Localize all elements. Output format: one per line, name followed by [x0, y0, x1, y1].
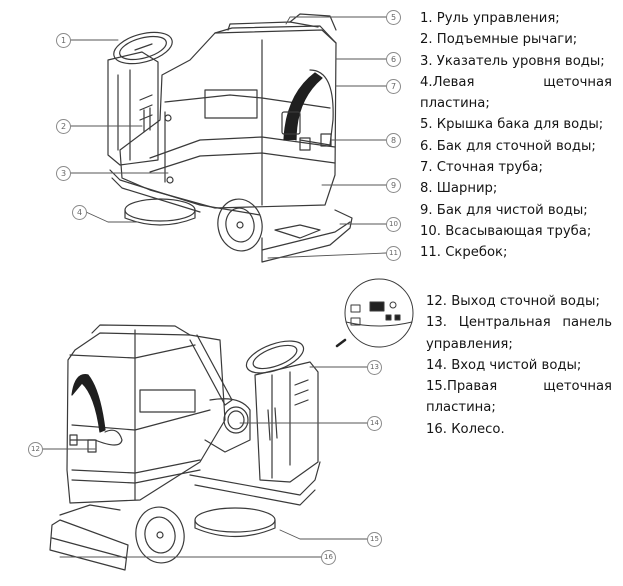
- label-plate: [204, 89, 258, 119]
- callout-4: 4: [72, 205, 87, 220]
- right-brush-plate: [194, 507, 276, 533]
- machine-bottom-view: [41, 324, 368, 571]
- callout-10: 10: [386, 217, 401, 232]
- legend-item-11: 11. Скребок;: [420, 245, 508, 261]
- squeegee: [261, 209, 353, 263]
- callout-12: 12: [28, 442, 43, 457]
- legend-item-13-cont: управления;: [426, 336, 513, 352]
- legend-item-7: 7. Сточная труба;: [420, 160, 543, 176]
- legend-item-2: 2. Подъемные рычаги;: [420, 32, 578, 48]
- legend-item-4-cont: пластина;: [420, 96, 490, 112]
- legend-item-9: 9. Бак для чистой воды;: [420, 202, 588, 218]
- legend-item-16: 16. Колесо.: [426, 421, 505, 437]
- callout-9: 9: [386, 178, 401, 193]
- steering-column: [107, 51, 159, 166]
- steering-wheel: [113, 31, 173, 65]
- body-shell-bottom: [66, 332, 226, 504]
- squeegee-bottom: [49, 519, 129, 571]
- body-shell: [119, 29, 337, 209]
- callout-11: 11: [386, 246, 401, 261]
- legend-item-15-cont: пластина;: [426, 400, 496, 416]
- drain-hose-bottom: [71, 374, 106, 433]
- callout-16: 16: [321, 550, 336, 565]
- callout-3: 3: [56, 166, 71, 181]
- lift-levers: [143, 107, 151, 133]
- drain-hose: [283, 72, 323, 141]
- callout-13: 13: [367, 360, 382, 375]
- steering-column-bottom: [254, 361, 319, 483]
- callout-15: 15: [367, 532, 382, 547]
- legend-item-10: 10. Всасывающая труба;: [420, 223, 592, 239]
- legend-item-6: 6. Бак для сточной воды;: [420, 138, 596, 154]
- callout-6: 6: [386, 52, 401, 67]
- callout-5: 5: [386, 10, 401, 25]
- callout-14: 14: [367, 416, 382, 431]
- label-plate-bottom: [139, 389, 196, 413]
- legend-item-3: 3. Указатель уровня воды;: [420, 53, 605, 69]
- steering-wheel-bottom: [245, 340, 305, 374]
- wheel-bottom: [135, 506, 185, 564]
- legend-item-5: 5. Крышка бака для воды;: [420, 117, 604, 133]
- legend-item-8: 8. Шарнир;: [420, 181, 498, 197]
- legend-item-1: 1. Руль управления;: [420, 11, 560, 26]
- legend-top: 1. Руль управления; 2. Подъемные рычаги;…: [420, 8, 612, 264]
- clean-water-inlet: [223, 406, 249, 434]
- callout-7: 7: [386, 79, 401, 94]
- callout-1: 1: [56, 33, 71, 48]
- control-panel-inset: [335, 278, 414, 348]
- machine-top-view: [69, 13, 387, 263]
- legend-item-14: 14. Вход чистой воды;: [426, 357, 582, 373]
- legend-item-12: 12. Выход сточной воды;: [426, 294, 600, 309]
- left-brush-plate: [124, 198, 196, 222]
- callout-8: 8: [386, 133, 401, 148]
- wheel-top: [217, 198, 263, 252]
- callout-2: 2: [56, 119, 71, 134]
